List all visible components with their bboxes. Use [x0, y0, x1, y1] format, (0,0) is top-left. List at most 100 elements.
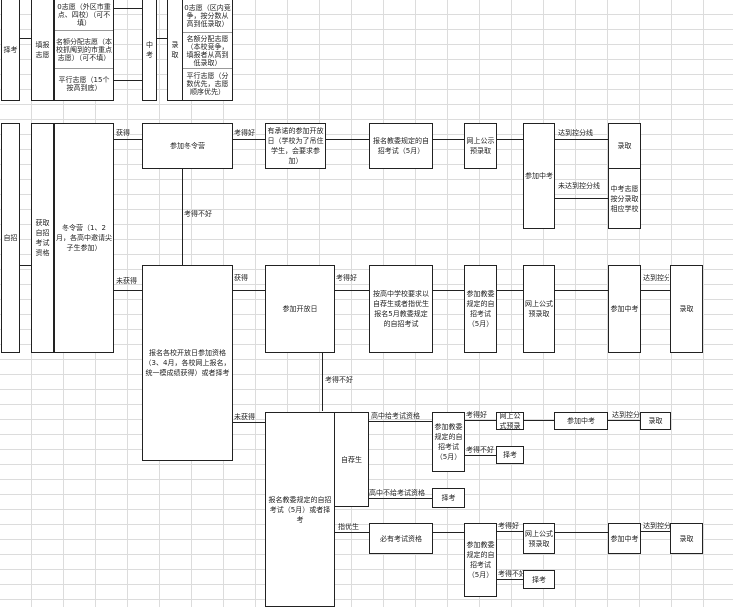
connector [641, 531, 670, 532]
zk-zhiyuan-label: 中考志愿按分录取相应学校 [610, 184, 639, 213]
luqu-label: 录取 [648, 417, 663, 425]
connector [524, 420, 554, 421]
edge-label: 达到控分 [643, 274, 669, 282]
zekao-label: 择考 [441, 494, 456, 502]
wangshang-box: 网上公式预录取 [523, 523, 555, 554]
canjia-zk-label: 参加中考 [567, 417, 595, 425]
wangshang-box: 网上公式预录取 [523, 265, 555, 353]
baokao-box: 择考 [1, 0, 20, 101]
canjia-zk-label: 参加中考 [610, 534, 639, 543]
zhongkao-label: 中考 [146, 40, 153, 59]
canjia-jw-box: 参加教委规定的自招考试（5月） [464, 523, 497, 597]
connector [497, 531, 523, 532]
zk-zhiyuan-box: 中考志愿按分录取相应学校 [608, 168, 641, 229]
canjia-jw-box: 参加教委规定的自招考试（5月） [464, 265, 497, 353]
connector [433, 532, 464, 533]
tianbao-label: 填报志愿 [35, 40, 50, 59]
luqu-box: 录取 [167, 0, 183, 101]
baoming-box: 报名教委规定的自招考试（5月）或者择考 [265, 412, 335, 607]
connector [20, 38, 31, 39]
connector [555, 139, 608, 140]
luqu-label: 录取 [171, 40, 179, 59]
canjia-dly-label: 参加冬令营 [170, 142, 205, 150]
connector [335, 290, 369, 291]
connector [322, 353, 323, 411]
edge-label: 获得 [234, 274, 248, 282]
connector [555, 198, 608, 199]
zhiyuan-a-1: 名额分配志愿（本校抓阄到的市重点志愿）（可不填） [55, 31, 113, 69]
biyou-label: 必有考试资格 [380, 534, 422, 543]
luqu-box: 录取 [608, 123, 641, 169]
edge-label: 考得好 [336, 274, 357, 282]
zhongkao-box: 中考 [142, 0, 157, 101]
zhiyuan-list-b: 0志愿（区内竞争，按分数从高到低录取） 名额分配志愿（本校竞争，填报者从高到低录… [182, 0, 233, 101]
edge-label: 高中给考试资格 [371, 412, 420, 420]
biyou-box: 必有考试资格 [369, 523, 433, 554]
canjia-jw-label: 参加教委规定的自招考试（5月） [466, 541, 495, 579]
edge-label: 未获得 [234, 413, 255, 421]
edge-label: 考得不好 [498, 570, 523, 578]
baoming-jw-label: 报名教委规定的自招考试（5月） [373, 137, 429, 155]
zijian-box: 自荐生 [334, 412, 369, 507]
edge-label: 高中不给考试资格 [369, 489, 425, 497]
wangshang-box: 网上公式预录 [496, 412, 524, 430]
wangshang-label: 网上公示预录取 [466, 137, 495, 155]
edge-label: 考得不好 [466, 446, 494, 454]
luqu-label: 录取 [679, 305, 694, 313]
connector [114, 80, 142, 81]
canjia-zk-box: 参加中考 [608, 265, 641, 353]
zhiyuan-a-0: 0志愿（外区市重点、四校）（可不填） [55, 0, 113, 31]
edge-label: 达到控分线 [558, 129, 593, 137]
zizhao-label: 自招 [3, 234, 18, 242]
luqu-box: 录取 [640, 412, 671, 430]
huoqu-label: 获取自招考试资格 [35, 219, 50, 257]
edge-label: 达到控分 [612, 411, 640, 419]
baokao-label: 择考 [3, 45, 18, 54]
connector [555, 532, 608, 533]
zhiyuan-b-2: 平行志愿（分数优先，志愿顺序优先） [183, 69, 232, 99]
zhiyuan-b-0: 0志愿（区内竞争，按分数从高到低录取） [183, 0, 232, 33]
edge-label: 未获得 [116, 277, 137, 285]
canjia-zk-label: 参加中考 [525, 172, 553, 180]
edge-label: 获得 [116, 129, 130, 137]
chengnuo-label: 有承诺的参加开放日（学校为了吊住学生，会要求参加） [267, 127, 324, 165]
baoming-kfr-box: 报名各校开放日参加资格（3、4月，各校网上报名，统一模成绩获得）或者择考 [142, 265, 233, 461]
connector [369, 498, 432, 499]
zekao-label: 择考 [532, 575, 546, 584]
luqu-box: 录取 [670, 523, 703, 554]
connector [433, 139, 464, 140]
zekao-box: 择考 [496, 446, 524, 464]
connector [555, 290, 608, 291]
zekao-label: 择考 [503, 451, 517, 459]
connector [114, 290, 142, 291]
baoming-jw-box: 报名教委规定的自招考试（5月） [369, 123, 433, 169]
canjia-jw-label: 参加教委规定的自招考试（5月） [466, 290, 495, 328]
connector [497, 139, 523, 140]
canjia-jw-label: 参加教委规定的自招考试（5月） [434, 423, 463, 461]
connector [465, 455, 496, 456]
zekao-box: 择考 [523, 570, 555, 589]
zijian-label: 自荐生 [341, 455, 362, 464]
connector [233, 290, 265, 291]
zekao-box: 择考 [432, 488, 465, 508]
luqu-box: 录取 [670, 265, 703, 353]
wangshang-label: 网上公式预录取 [525, 300, 553, 318]
zhiyuan-list-a: 0志愿（外区市重点、四校）（可不填） 名额分配志愿（本校抓阄到的市重点志愿）（可… [54, 0, 114, 101]
connector [326, 139, 369, 140]
connector [369, 421, 432, 422]
zhiyuan-a-2: 平行志愿（15个按高到底） [55, 69, 113, 99]
canjia-zk-box: 参加中考 [608, 523, 641, 554]
edge-label: 考得好 [498, 522, 519, 530]
wangshang-label: 网上公式预录 [499, 412, 521, 430]
luqu-label: 录取 [617, 142, 632, 150]
edge-label: 指优生 [338, 523, 359, 531]
dongling-box: 冬令营（1、2月，各高中邀请尖子生参加） [54, 123, 114, 353]
baoming-label: 报名教委规定的自招考试（5月）或者择考 [268, 495, 332, 524]
connector [182, 169, 183, 265]
baoming-kfr-label: 报名各校开放日参加资格（3、4月，各校网上报名，统一模成绩获得）或者择考 [144, 349, 231, 377]
canjia-jw-box: 参加教委规定的自招考试（5月） [432, 412, 465, 472]
edge-label: 考得不好 [325, 376, 353, 384]
edge-label: 未达到控分线 [558, 182, 600, 190]
connector [497, 290, 523, 291]
huoqu-box: 获取自招考试资格 [31, 123, 54, 353]
